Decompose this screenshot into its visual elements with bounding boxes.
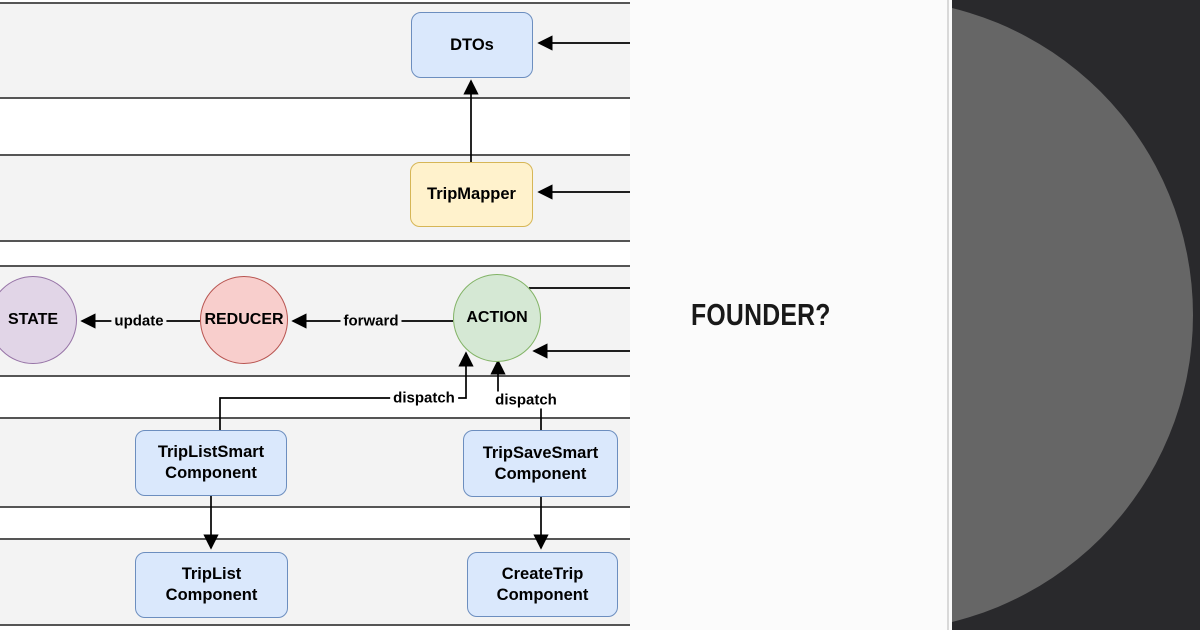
node-action: ACTION <box>453 274 541 362</box>
node-triplist-component: TripList Component <box>135 552 288 618</box>
node-state-label: STATE <box>7 311 59 328</box>
node-createtrip-label: CreateTrip Component <box>496 564 589 604</box>
edge-label-dispatch-right: dispatch <box>492 391 560 409</box>
node-createtrip-component: CreateTrip Component <box>467 552 618 617</box>
edge-label-dispatch-left: dispatch <box>390 389 458 407</box>
node-tripsavesmart-label: TripSaveSmart Component <box>482 443 599 483</box>
swimlane-mapper <box>0 154 630 242</box>
node-dtos-label: DTOs <box>450 35 494 54</box>
node-dtos: DTOs <box>411 12 533 78</box>
page-title: FOUNDER? <box>691 297 831 332</box>
swimlane-dtos <box>0 2 630 99</box>
node-tripmapper-label: TripMapper <box>427 185 516 203</box>
edge-label-update: update <box>111 312 167 330</box>
node-triplistsmart-label: TripListSmart Component <box>157 443 265 482</box>
title-panel: FOUNDER? <box>630 0 952 630</box>
architecture-diagram: DTOs TripMapper STATE REDUCER ACTION Tri… <box>0 2 630 626</box>
dark-panel <box>952 0 1200 630</box>
node-tripsavesmart-component: TripSaveSmart Component <box>463 430 618 497</box>
node-triplistsmart-component: TripListSmart Component <box>135 430 287 496</box>
panel-divider <box>947 0 949 630</box>
node-tripmapper: TripMapper <box>410 162 533 227</box>
node-state: STATE <box>0 276 77 364</box>
edge-label-forward: forward <box>340 312 402 330</box>
node-reducer-label: REDUCER <box>204 311 284 328</box>
node-action-label: ACTION <box>466 309 528 326</box>
node-reducer: REDUCER <box>200 276 288 364</box>
decorative-circle <box>952 0 1193 630</box>
node-triplist-label: TripList Component <box>165 565 258 604</box>
